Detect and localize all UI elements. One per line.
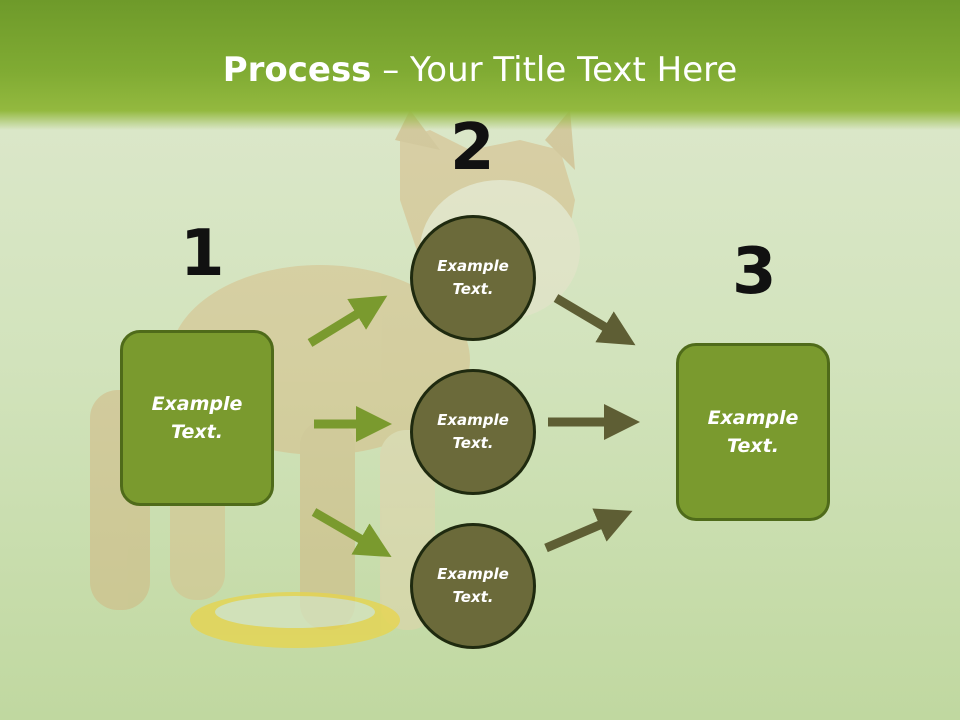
arrow-to-circle-3: [311, 508, 392, 558]
title-bold: Process: [222, 50, 372, 90]
arrow-from-circle-3: [544, 508, 633, 553]
step-number-3: 3: [732, 235, 777, 309]
right-box: Example Text.: [676, 343, 830, 521]
frisbee-ring: [190, 592, 400, 648]
title-rest: – Your Title Text Here: [371, 50, 738, 90]
step-number-1: 1: [180, 217, 225, 291]
circle-2: Example Text.: [410, 369, 536, 495]
slide-title: Process – Your Title Text Here: [0, 50, 960, 90]
circle-1: Example Text.: [410, 215, 536, 341]
circle-3: Example Text.: [410, 523, 536, 649]
arrow-from-circle-1: [553, 294, 636, 346]
left-box: Example Text.: [120, 330, 274, 506]
arrow-to-circle-1: [307, 295, 388, 347]
step-number-2: 2: [450, 111, 495, 185]
title-band: [0, 0, 960, 130]
